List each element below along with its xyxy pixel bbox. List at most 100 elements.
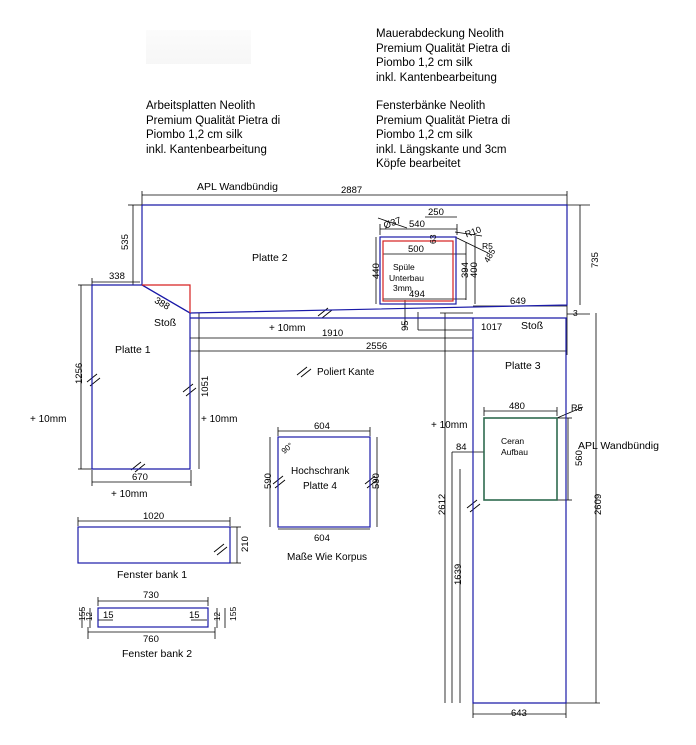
dim-1910: 1910 <box>322 328 343 339</box>
dim-1639: 1639 <box>453 564 464 585</box>
platte-4-outline <box>277 436 371 528</box>
sink-cutout-outline <box>379 236 457 305</box>
fensterbank-1-outline <box>77 526 231 564</box>
fensterbank-2-label: Fenster bank 2 <box>122 648 192 660</box>
dim-2887: 2887 <box>341 185 362 196</box>
sink-bowl-outline <box>382 240 454 302</box>
dim-590-left: 590 <box>263 473 274 489</box>
hochschrank-label: Hochschrank <box>291 466 350 477</box>
note-line: Piombo 1,2 cm silk <box>146 129 243 142</box>
dim-649: 649 <box>510 296 526 307</box>
note-line: Piombo 1,2 cm silk <box>376 129 473 142</box>
platte-2-label: Platte 2 <box>252 252 288 264</box>
fensterbank-1-label: Fenster bank 1 <box>117 569 187 581</box>
dim-500: 500 <box>408 244 424 255</box>
dim-604-top: 604 <box>314 421 330 432</box>
ceran-label: Ceran <box>501 436 524 446</box>
apl-top-label: APL Wandbündig <box>197 181 278 193</box>
note-mauerabdeckung: Mauerabdeckung Neolith Premium Qualität … <box>376 27 510 85</box>
dim-560: 560 <box>574 450 585 466</box>
note-line: inkl. Kantenbearbeitung <box>376 71 497 84</box>
dim-1051: 1051 <box>200 376 211 397</box>
dim-730: 730 <box>143 590 159 601</box>
dim-R5-ceran: R5 <box>571 403 583 413</box>
dimension-lines <box>77 191 600 718</box>
note-fensterbaenke: Fensterbänke Neolith Premium Qualität Pi… <box>376 99 510 172</box>
stoss-right-label: Stoß <box>521 320 543 332</box>
dim-12-left: 12 <box>85 612 94 621</box>
ceran-hob-outline <box>483 417 558 501</box>
dim-643: 643 <box>511 708 527 719</box>
masse-wie-korpus-label: Maße Wie Korpus <box>287 552 367 563</box>
dim-15-right: 15 <box>189 610 200 621</box>
platte-1-label: Platte 1 <box>115 344 151 356</box>
note-line: Piombo 1,2 cm silk <box>376 57 473 70</box>
note-line: Arbeitsplatten Neolith <box>146 100 256 112</box>
plus-10mm-top: + 10mm <box>269 323 305 334</box>
dim-480: 480 <box>509 401 525 412</box>
platte-2-outline <box>142 204 568 314</box>
red-outline-marks <box>142 240 454 313</box>
dim-540: 540 <box>409 219 425 230</box>
note-line: Fensterbänke Neolith <box>376 100 486 112</box>
dim-15-left: 15 <box>103 610 114 621</box>
dim-R5-sink: R5 <box>482 241 493 251</box>
3mm-label: 3mm <box>393 283 412 293</box>
angle-label: 90° <box>280 441 295 456</box>
note-line: Premium Qualität Pietra di <box>376 114 511 127</box>
aufbau-label: Aufbau <box>501 447 528 457</box>
dim-155-left: 155 <box>77 607 87 621</box>
dim-1017: 1017 <box>481 322 502 333</box>
plate-outlines <box>77 204 568 704</box>
dim-735: 735 <box>590 252 601 268</box>
dim-12-right: 12 <box>213 612 222 621</box>
plus-10mm-1051: + 10mm <box>201 414 237 425</box>
apl-right-label: APL Wandbündig <box>578 440 659 452</box>
platte-3-label: Platte 3 <box>505 360 541 372</box>
dim-63: 63 <box>428 234 438 244</box>
dim-1020: 1020 <box>143 511 164 522</box>
dim-388: 388 <box>152 295 171 312</box>
fensterbank-2-outline <box>97 607 209 628</box>
note-line: Premium Qualität Pietra di <box>376 42 511 55</box>
dim-338: 338 <box>109 271 125 282</box>
dim-400: 400 <box>469 262 480 278</box>
dim-1256: 1256 <box>74 363 85 384</box>
dim-R10: R10 <box>464 224 483 239</box>
dim-494: 494 <box>409 289 425 300</box>
dim-2612: 2612 <box>437 494 448 515</box>
platte-1-outline <box>91 284 191 470</box>
dim-590-right: 590 <box>371 473 382 489</box>
note-line: Mauerabdeckung Neolith <box>376 28 504 40</box>
unterbau-label: Unterbau <box>389 273 424 283</box>
dim-2609: 2609 <box>593 494 604 515</box>
dim-84: 84 <box>456 442 467 453</box>
plus-10mm-bottom: + 10mm <box>111 489 147 500</box>
dim-760: 760 <box>143 634 159 645</box>
dim-440: 440 <box>371 263 382 279</box>
note-line: Köpfe bearbeitet <box>376 158 461 171</box>
dim-250: 250 <box>428 207 444 218</box>
dim-394: 394 <box>460 262 471 278</box>
note-line: inkl. Kantenbearbeitung <box>146 143 267 156</box>
dim-210: 210 <box>240 536 251 552</box>
drawing-labels: APL Wandbündig APL Wandbündig Platte 2 P… <box>30 181 659 660</box>
note-line: inkl. Längskante und 3cm <box>376 143 507 156</box>
platte-4-label: Platte 4 <box>303 481 337 492</box>
note-arbeitsplatten: Arbeitsplatten Neolith Premium Qualität … <box>146 99 280 157</box>
dim-670: 670 <box>132 472 148 483</box>
plus-10mm-right: + 10mm <box>431 420 467 431</box>
dim-155-right: 155 <box>228 607 238 621</box>
blurred-text-area <box>146 30 251 64</box>
note-line: Premium Qualität Pietra di <box>146 114 281 127</box>
plus-10mm-left: + 10mm <box>30 414 66 425</box>
poliert-kante-label: Poliert Kante <box>317 367 375 378</box>
dim-2556: 2556 <box>366 341 387 352</box>
spuele-label: Spüle <box>393 262 415 272</box>
stoss-left-label: Stoß <box>154 317 176 329</box>
dim-95: 95 <box>400 320 411 331</box>
platte-3-outline <box>472 318 567 704</box>
dim-3: 3 <box>573 308 578 318</box>
dim-604-bottom: 604 <box>314 533 330 544</box>
